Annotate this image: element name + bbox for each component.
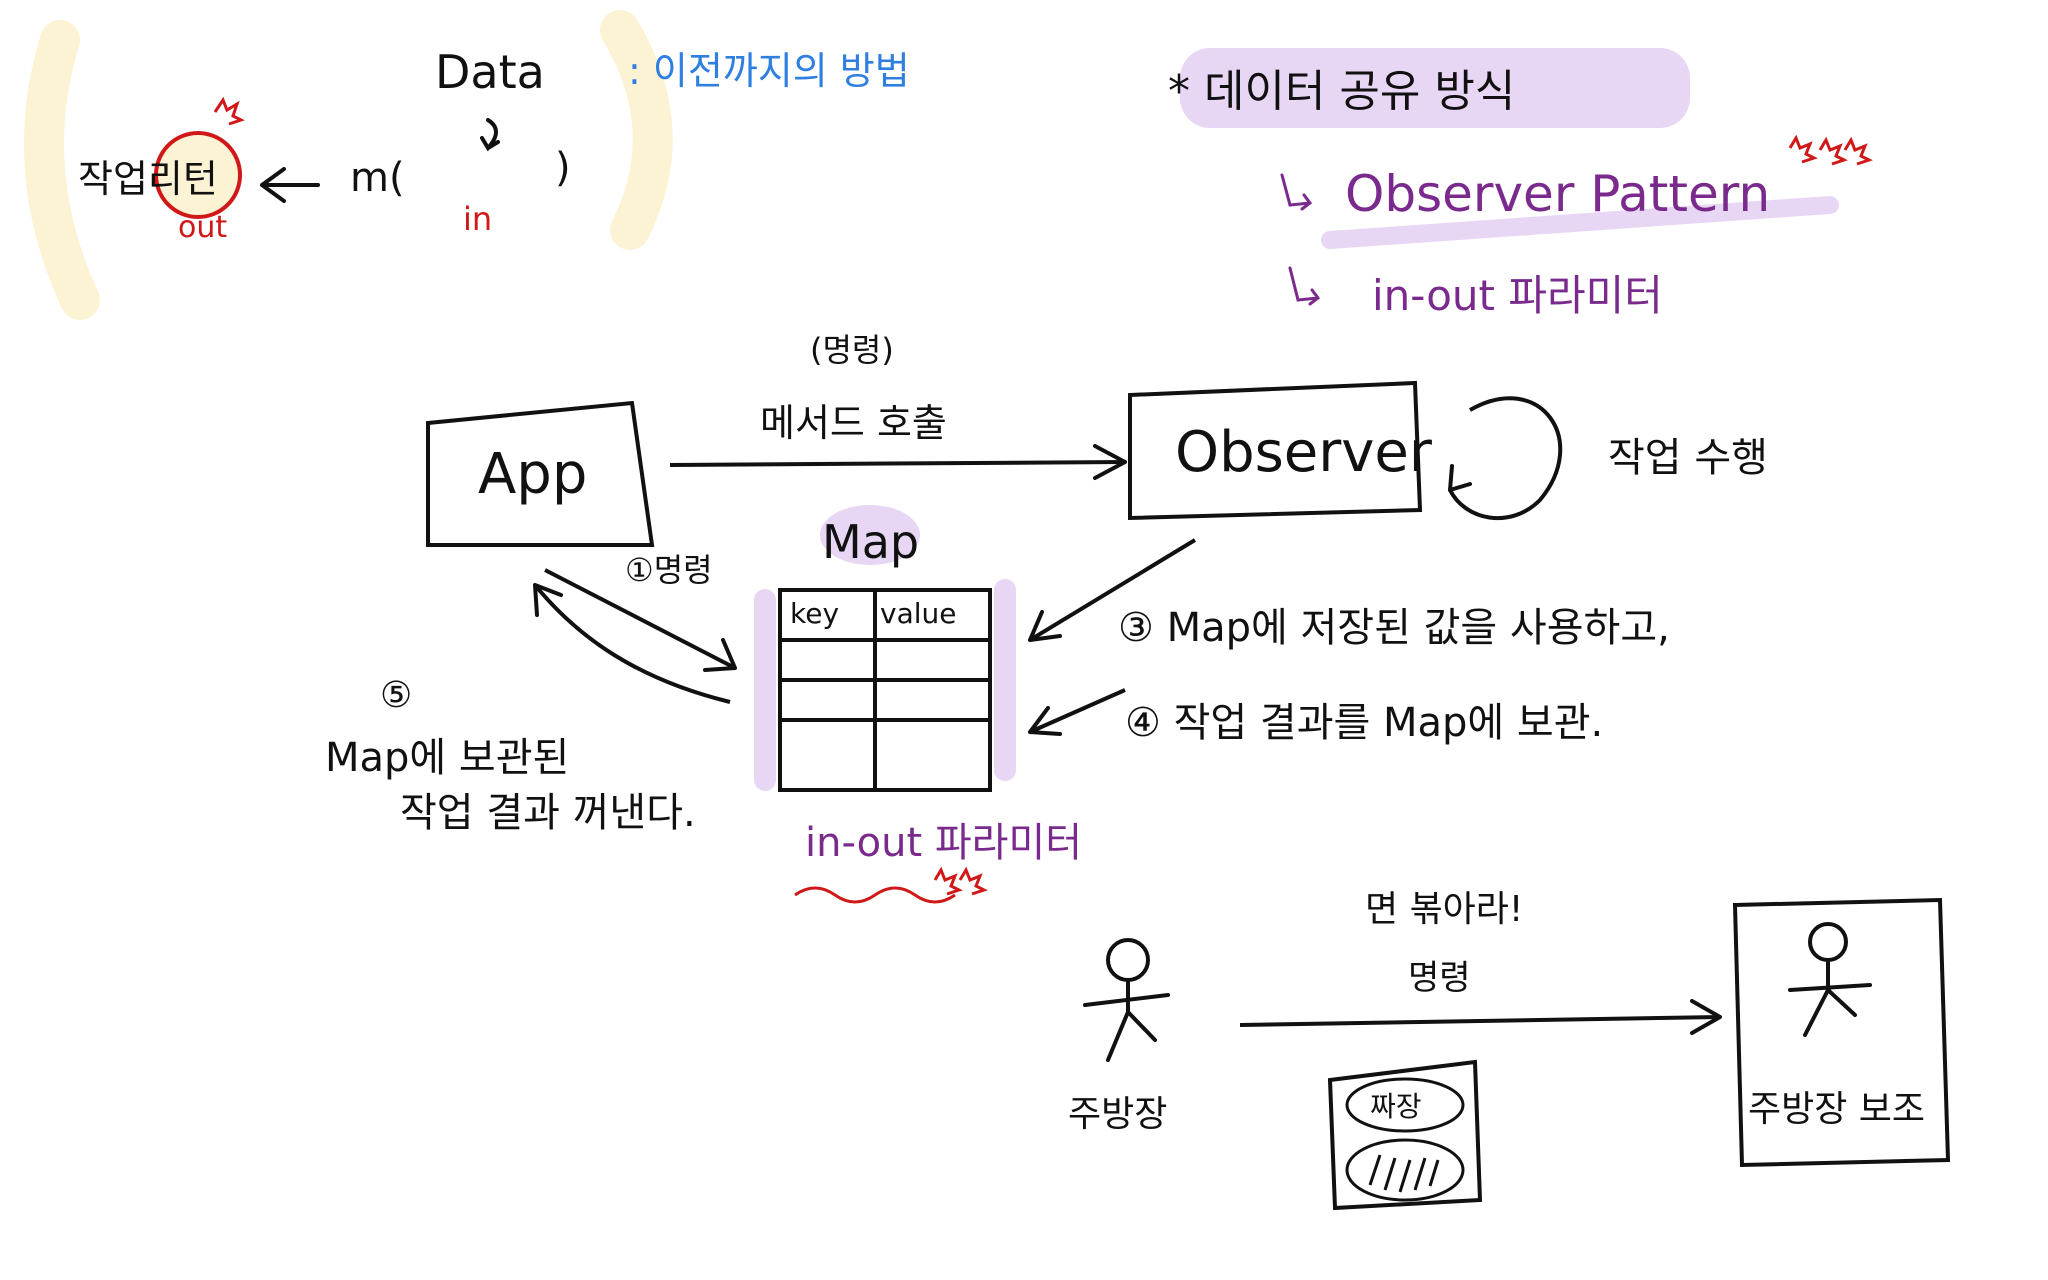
step5-line1: Map에 보관된 [325, 735, 570, 781]
squiggle-underline [794, 886, 956, 904]
step3-label: ③ Map에 저장된 값을 사용하고, [1118, 605, 1670, 651]
observer-pattern-underline [1321, 196, 1839, 249]
arrowhead-icon [533, 583, 563, 617]
down-arrow-icon [480, 118, 500, 152]
data-label: Data [435, 45, 545, 99]
step1-arrow [544, 568, 736, 670]
assistant-head-icon [1808, 922, 1848, 962]
plate-oval-top [1345, 1077, 1465, 1133]
table-header-key: key [790, 597, 840, 630]
assistant-label: 주방장 보조 [1748, 1089, 1926, 1130]
loop-arrow [1448, 396, 1563, 521]
map-table-grid [780, 590, 990, 790]
table-header-value: value [880, 597, 957, 630]
plate-oval-bottom [1345, 1138, 1465, 1202]
return-label: 작업리턴 [78, 157, 218, 201]
order-label: 면 볶아라! [1365, 889, 1524, 930]
sharing-method-title: * 데이터 공유 방식 [1168, 66, 1516, 117]
arrowhead-icon [1028, 610, 1062, 642]
app-box [426, 400, 655, 547]
hook-arrow-icon [1280, 173, 1313, 211]
method-close: ) [555, 145, 571, 191]
order-arrow [1239, 1015, 1721, 1027]
step4-label: ④ 작업 결과를 Map에 보관. [1125, 700, 1604, 746]
map-label: Map [822, 515, 920, 569]
inout-parameter-label: in-out 파라미터 [805, 820, 1083, 866]
call-paren-label: (명령) [810, 331, 894, 369]
return-circle [154, 131, 242, 219]
plate-box [1327, 1059, 1483, 1211]
yellow-bracket-right [600, 10, 673, 250]
chef-figure-icon [1083, 978, 1170, 1062]
step1-label: ①명령 [625, 551, 713, 589]
map-label-highlight [820, 505, 920, 565]
title-highlight [1180, 48, 1690, 128]
star-icon [1788, 134, 1873, 166]
plate-label: 짜장 [1370, 1090, 1422, 1123]
method-label: m( [350, 155, 405, 201]
left-arrow-icon [260, 167, 320, 203]
arrowhead-icon [1093, 444, 1127, 480]
arrowhead-icon [1028, 706, 1062, 736]
chef-label: 주방장 [1068, 1094, 1168, 1135]
in-label: in [463, 200, 493, 238]
app-label: App [478, 442, 588, 507]
arrowhead-icon [1448, 464, 1472, 492]
arrowhead-icon [703, 638, 737, 672]
star-icon [933, 866, 988, 896]
command-label: 명령 [1408, 958, 1471, 998]
noodle-lines-icon [1368, 1154, 1440, 1193]
observer-label: Observer [1175, 420, 1432, 485]
out-label: out [178, 210, 228, 245]
map-table [778, 588, 992, 792]
observer-pattern-option: Observer Pattern [1345, 165, 1771, 223]
observer-box [1128, 380, 1423, 521]
star-icon [213, 96, 245, 126]
step4-arrow [1029, 688, 1126, 734]
previous-method-note: : 이전까지의 방법 [628, 49, 910, 93]
work-label: 작업 수행 [1608, 435, 1768, 481]
assistant-figure-icon [1788, 958, 1872, 1037]
step5-number: ⑤ [380, 675, 413, 716]
step3-arrow [1028, 538, 1197, 642]
step5-arrow [533, 583, 731, 704]
assistant-box [1732, 897, 1951, 1168]
hook-arrow-icon [1288, 266, 1321, 306]
yellow-bracket-left [24, 20, 100, 320]
step5-line2: 작업 결과 꺼낸다. [400, 790, 696, 836]
call-arrow [669, 460, 1126, 467]
arrowhead-icon [1690, 999, 1722, 1035]
call-label: 메서드 호출 [760, 401, 947, 445]
inout-parameter-option: in-out 파라미터 [1372, 271, 1663, 320]
chef-head-icon [1106, 938, 1150, 982]
